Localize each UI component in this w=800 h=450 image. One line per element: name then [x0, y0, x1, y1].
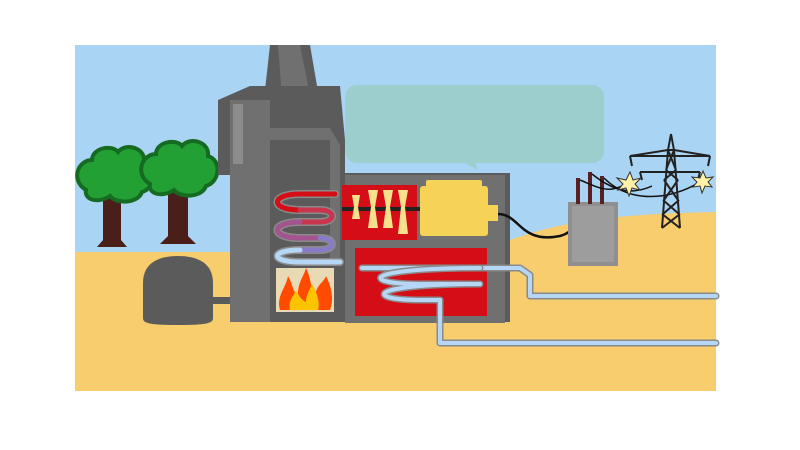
flame-icon [270, 262, 340, 312]
heating-coil-icon [273, 190, 344, 266]
tree-icon [75, 145, 156, 247]
water-pipe-icon [358, 264, 720, 347]
fuel-tank-icon [143, 256, 240, 325]
turbine-icon [342, 185, 432, 240]
transformer-icon [568, 172, 701, 266]
generator-icon [420, 180, 582, 239]
smoke-cloud-panel [345, 85, 604, 170]
electric-spark-icon [615, 169, 715, 198]
tree-icon [139, 139, 220, 244]
power-pylon-icon [629, 133, 711, 229]
